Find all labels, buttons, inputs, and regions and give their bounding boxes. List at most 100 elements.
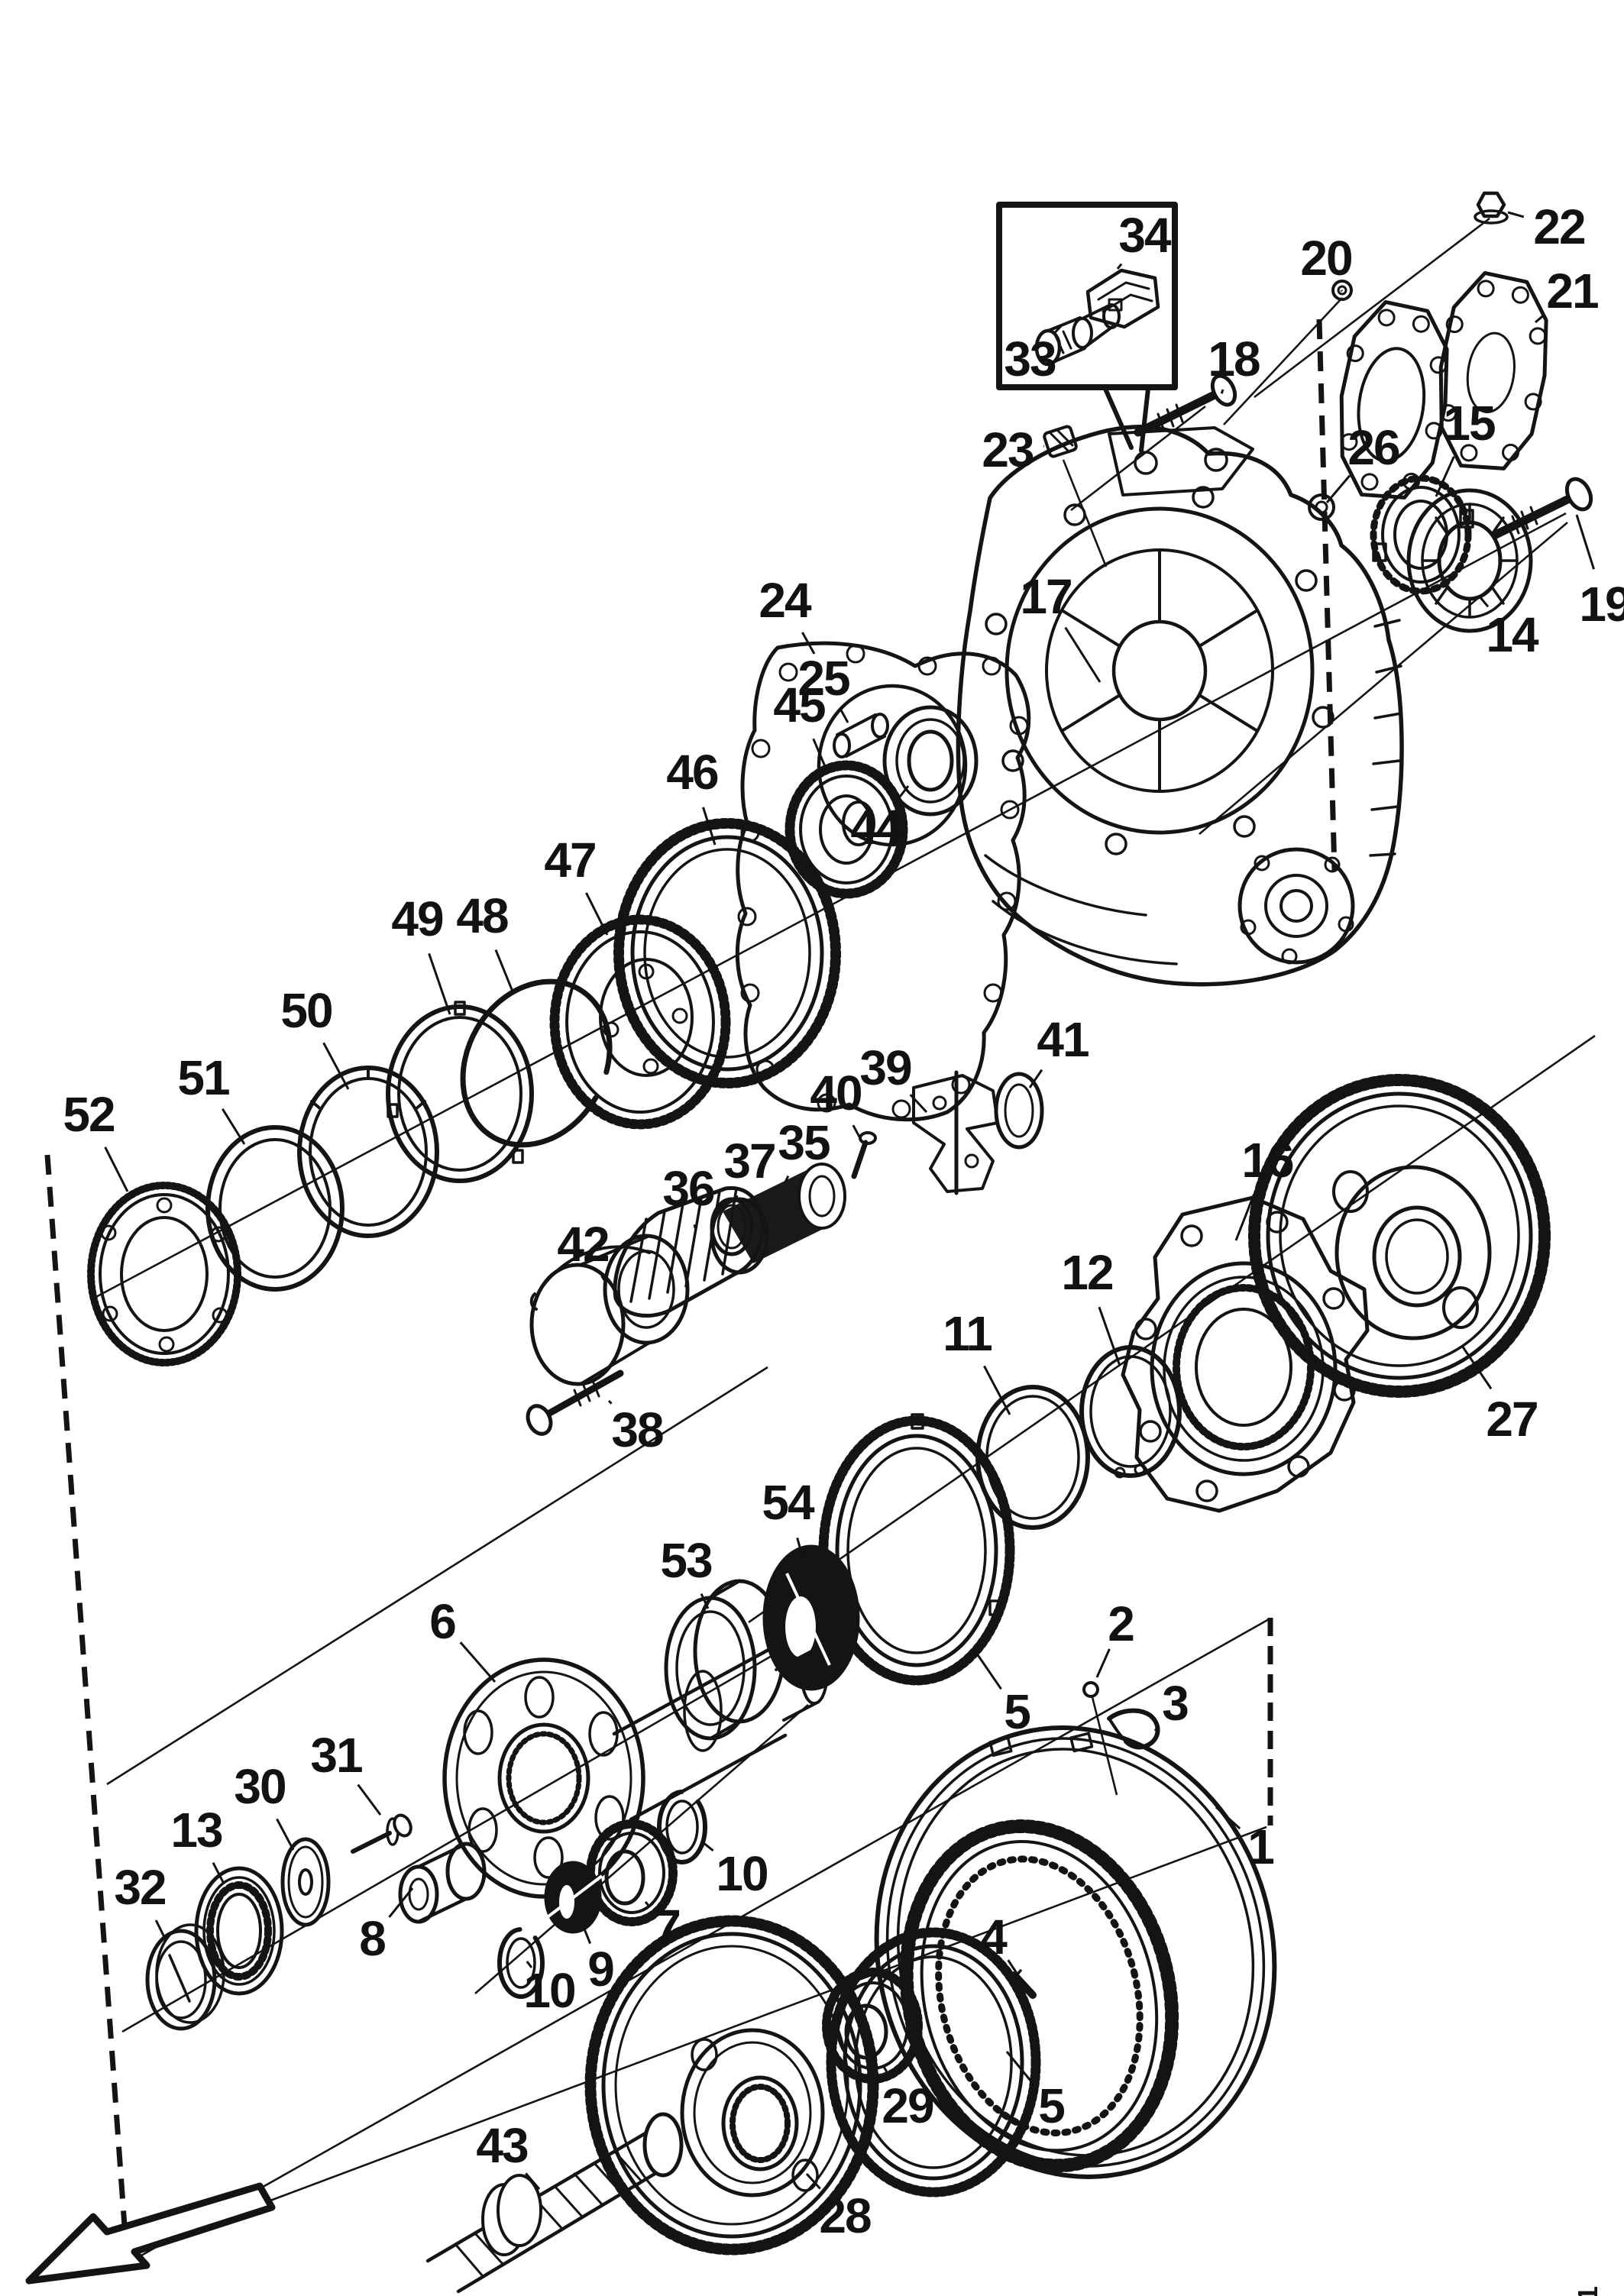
- callout-36-label: 36: [662, 1161, 714, 1216]
- part-flange-52: [87, 1182, 241, 1366]
- callout-4-leader: [1007, 1959, 1021, 1977]
- callout-41: 41: [1028, 1012, 1090, 1088]
- callout-47-label: 47: [544, 833, 595, 888]
- callout-43: 43: [476, 2118, 541, 2190]
- callout-48-label: 48: [456, 888, 508, 943]
- callout-29: 29: [882, 2066, 935, 2133]
- callout-2: 2: [1095, 1596, 1135, 1678]
- callout-15-leader: [1435, 456, 1455, 497]
- callout-40-leader: [852, 1124, 862, 1140]
- callout-31: 31: [310, 1728, 382, 1816]
- part-ringgear-46: [613, 818, 841, 1088]
- part-bearing-13: [194, 1866, 284, 1996]
- callout-39: 39: [859, 1040, 928, 1114]
- part-carrier-6: [442, 1648, 828, 1899]
- callout-18-leader: [1220, 389, 1224, 394]
- callout-51-label: 51: [177, 1050, 229, 1105]
- part-ring-49: [386, 1001, 534, 1183]
- callout-30-label: 30: [234, 1759, 285, 1814]
- callout-8-leader: [388, 1887, 414, 1918]
- callout-7-leader: [644, 1901, 650, 1907]
- part-ring-5b: [826, 1927, 1041, 2197]
- callout-9: 9: [581, 1922, 615, 1997]
- callout-53-label: 53: [660, 1533, 712, 1588]
- callout-9-label: 9: [587, 1942, 613, 1997]
- callout-26: 26: [1325, 420, 1401, 503]
- part-gear-47: [549, 914, 731, 1130]
- callout-24-leader: [801, 632, 816, 655]
- callout-10a: 10: [702, 1841, 769, 1901]
- callout-6-leader: [459, 1641, 497, 1683]
- part-ring-51: [205, 1125, 345, 1292]
- callout-32-leader: [154, 1919, 167, 1939]
- callout-39-leader: [909, 1094, 928, 1114]
- callout-33-leader: [1054, 325, 1063, 334]
- callout-5a: 5: [972, 1648, 1031, 1739]
- part-sleeve-42: [529, 1234, 690, 1386]
- callout-37-label: 37: [723, 1133, 775, 1188]
- callout-11: 11: [943, 1306, 1011, 1415]
- callout-38-leader: [607, 1399, 613, 1405]
- part-washer-30: [280, 1837, 331, 1927]
- callout-20-leader: [1340, 289, 1343, 292]
- part-race-53: [664, 1579, 786, 1741]
- callout-54-leader: [796, 1537, 804, 1559]
- callout-12: 12: [1061, 1245, 1121, 1366]
- callout-38: 38: [607, 1399, 665, 1457]
- callout-4: 4: [980, 1910, 1021, 1977]
- callout-3-leader: [1153, 1725, 1160, 1732]
- part-nut-22: [1474, 191, 1509, 225]
- part-snapring-48: [460, 978, 613, 1148]
- callout-1-label: 1: [1247, 1819, 1273, 1874]
- callout-25-leader: [839, 710, 849, 723]
- callout-54: 54: [762, 1475, 817, 1559]
- callout-44: 44: [850, 785, 910, 855]
- part-gear-28: [584, 1915, 879, 2256]
- callout-18-label: 18: [1208, 331, 1260, 386]
- callout-2-leader: [1095, 1648, 1111, 1678]
- part-bolt-38: [526, 1370, 624, 1436]
- callout-45-label: 45: [773, 677, 825, 732]
- part-gear-27: [1248, 1074, 1551, 1398]
- part-cover-21: [1438, 270, 1548, 471]
- part-ball-2: [1082, 1681, 1099, 1698]
- callout-6-label: 6: [429, 1594, 455, 1649]
- part-gasket-41: [994, 1072, 1044, 1150]
- callout-8: 8: [359, 1887, 414, 1966]
- callout-34-leader: [1116, 263, 1123, 270]
- part-gasket-24: [735, 641, 1031, 1122]
- callout-42-label: 42: [557, 1217, 609, 1272]
- part-oring-37: [710, 1197, 754, 1256]
- callout-10b-label: 10: [523, 1963, 574, 2018]
- callout-28-leader: [805, 2172, 821, 2190]
- callout-18: 18: [1208, 331, 1261, 394]
- axis-lines: [92, 217, 1596, 2261]
- callout-35-label: 35: [778, 1115, 830, 1170]
- callout-14-label: 14: [1486, 607, 1539, 662]
- callout-5a-leader: [972, 1648, 1002, 1690]
- callout-10b: 10: [523, 1960, 577, 2018]
- callout-5b-leader: [1005, 2051, 1035, 2086]
- callout-21: 21: [1535, 264, 1600, 324]
- callout-52-label: 52: [63, 1087, 115, 1142]
- part-washer-10a: [657, 1790, 707, 1864]
- callout-26-label: 26: [1347, 420, 1399, 475]
- part-roller-9: [544, 1861, 603, 1934]
- part-bracket-39: [912, 1070, 999, 1195]
- callout-3: 3: [1153, 1676, 1189, 1732]
- part-filter-35: [710, 1163, 846, 1275]
- part-gear-45: [785, 760, 908, 899]
- part-ring-11: [975, 1385, 1090, 1530]
- part-seal-32: [145, 1923, 225, 2031]
- part-plug-23: [1043, 425, 1078, 458]
- callout-27-leader: [1461, 1345, 1493, 1390]
- callout-32: 32: [114, 1860, 167, 1939]
- callout-33-label: 33: [1004, 331, 1056, 386]
- callout-54-label: 54: [762, 1475, 815, 1530]
- callout-33: 33: [1004, 325, 1063, 386]
- callout-12-label: 12: [1061, 1245, 1113, 1300]
- part-housing-17: [956, 425, 1404, 987]
- callout-24: 24: [759, 573, 816, 655]
- callout-5b: 5: [1005, 2051, 1066, 2133]
- callout-42-leader: [600, 1275, 606, 1281]
